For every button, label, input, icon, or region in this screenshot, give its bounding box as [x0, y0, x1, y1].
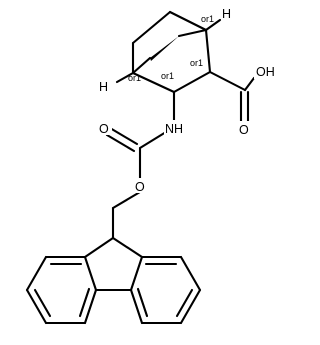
ester-oxygen-label: O — [135, 180, 145, 194]
bond-c9a-c4a — [83, 255, 98, 292]
bond-c6-c5 — [131, 10, 172, 45]
carbamate-oxygen-label: O — [99, 122, 109, 136]
left-ring-bond-3 — [25, 288, 48, 325]
bond-c4-c3 — [131, 71, 176, 94]
left-ring-bond-5 — [83, 288, 98, 325]
bond-c2-cooh — [208, 70, 247, 92]
bond-c8a-c4b — [129, 255, 144, 292]
fmoc-amino-acid-structure: H H or1 or1 or1 or1 OH O NH O O — [25, 7, 276, 325]
bond-c1-bridge — [177, 28, 208, 38]
bond-c1-c6 — [168, 10, 208, 32]
bond-c-oh — [243, 76, 256, 92]
bond-c-o-double-b — [105, 133, 136, 153]
left-ring-double-2 — [33, 288, 52, 318]
bond-c3-c2 — [172, 70, 212, 94]
left-ring-bond-2 — [25, 255, 48, 292]
right-ring-bond-5 — [129, 288, 144, 325]
bond-n-c — [138, 130, 168, 150]
carboxylic-acid — [208, 70, 256, 124]
carbamate-linker — [105, 90, 176, 240]
acid-oxygen-label: O — [239, 123, 249, 137]
atom-labels: H H or1 or1 or1 or1 OH O NH O O — [97, 7, 276, 194]
bond-c4-bridge — [131, 56, 152, 75]
right-ring-bond-3 — [179, 288, 202, 325]
h-right-label: H — [222, 7, 231, 21]
bond-c4-h — [115, 71, 135, 84]
left-ring-double-3 — [78, 287, 91, 318]
right-ring-double-3 — [136, 287, 149, 318]
bond-c-o-double-a — [108, 126, 139, 146]
bicyclic-core — [115, 10, 222, 94]
bond-c1-h — [204, 18, 222, 32]
bond-o-ch2 — [111, 190, 142, 210]
bond-c2-c1 — [204, 28, 212, 74]
stereo-label-top: or1 — [201, 14, 214, 24]
bond-c9-c8a — [111, 236, 144, 259]
stereo-label-mid-left: or1 — [161, 71, 174, 81]
wedge-bridge — [150, 36, 179, 61]
h-left-label: H — [99, 80, 108, 94]
bond-c9-c9a — [83, 236, 115, 259]
oh-label: OH — [256, 65, 275, 79]
stereo-label-mid-right: or1 — [190, 58, 203, 68]
right-ring-double-2 — [175, 288, 194, 318]
nh-label: NH — [165, 122, 183, 136]
fluorene-ring-system — [25, 236, 202, 325]
right-ring-bond-2 — [179, 255, 202, 292]
stereo-label-left: or1 — [128, 73, 141, 83]
